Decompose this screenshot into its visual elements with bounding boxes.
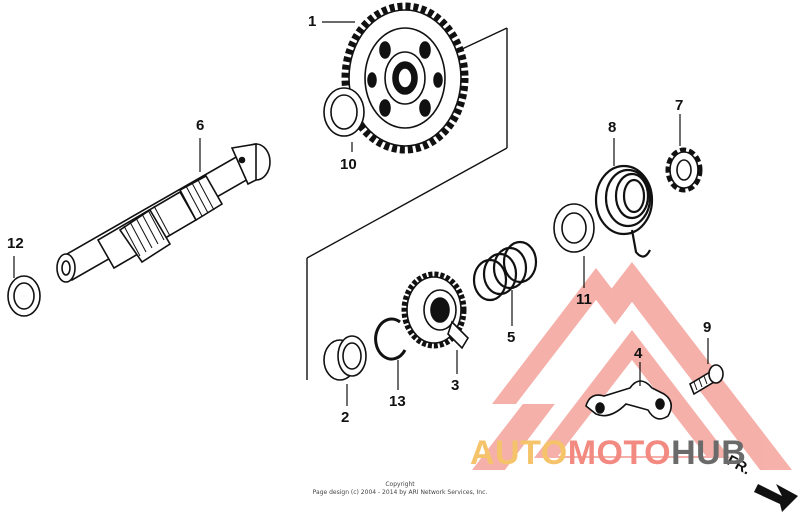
callout-2: 2 [341,409,350,426]
callout-7: 7 [675,97,684,114]
callout-9: 9 [703,319,712,336]
part-13-circlip [374,317,407,361]
callout-12: 12 [7,235,24,252]
part-12-washer [7,275,41,317]
callout-10: 10 [340,156,357,173]
callout-1: 1 [308,13,317,30]
watermark-moto: MOTO [567,434,672,472]
part-9-bolt [689,364,724,396]
callout-3: 3 [451,377,460,394]
callout-11: 11 [576,291,592,308]
callout-13: 13 [389,393,406,410]
callout-4: 4 [634,345,643,362]
copyright-line-1: Copyright [385,481,415,488]
part-8-return-spring [594,164,654,258]
part-5-spring [472,240,538,302]
callout-8: 8 [608,119,617,136]
part-6-kickstarter-shaft [56,143,271,283]
part-3-ratchet [401,271,470,350]
part-1-drive-gear [341,2,469,154]
part-11-washer [553,203,595,253]
part-2-collar [323,335,367,381]
part-10-washer [323,87,365,137]
front-direction-arrow [754,484,798,512]
watermark-auto: AUTO [470,434,568,472]
part-4-stopper-plate [585,380,672,420]
watermark-hub: HUB [671,434,747,472]
callout-6: 6 [196,117,205,134]
copyright-line-2: Page design (c) 2004 - 2014 by ARI Netwo… [312,489,488,496]
callout-5: 5 [507,329,516,346]
part-7-retainer [665,147,703,193]
watermark-wordmark: AUTOMOTOHUB [470,436,746,470]
assembly-frame [306,27,508,380]
